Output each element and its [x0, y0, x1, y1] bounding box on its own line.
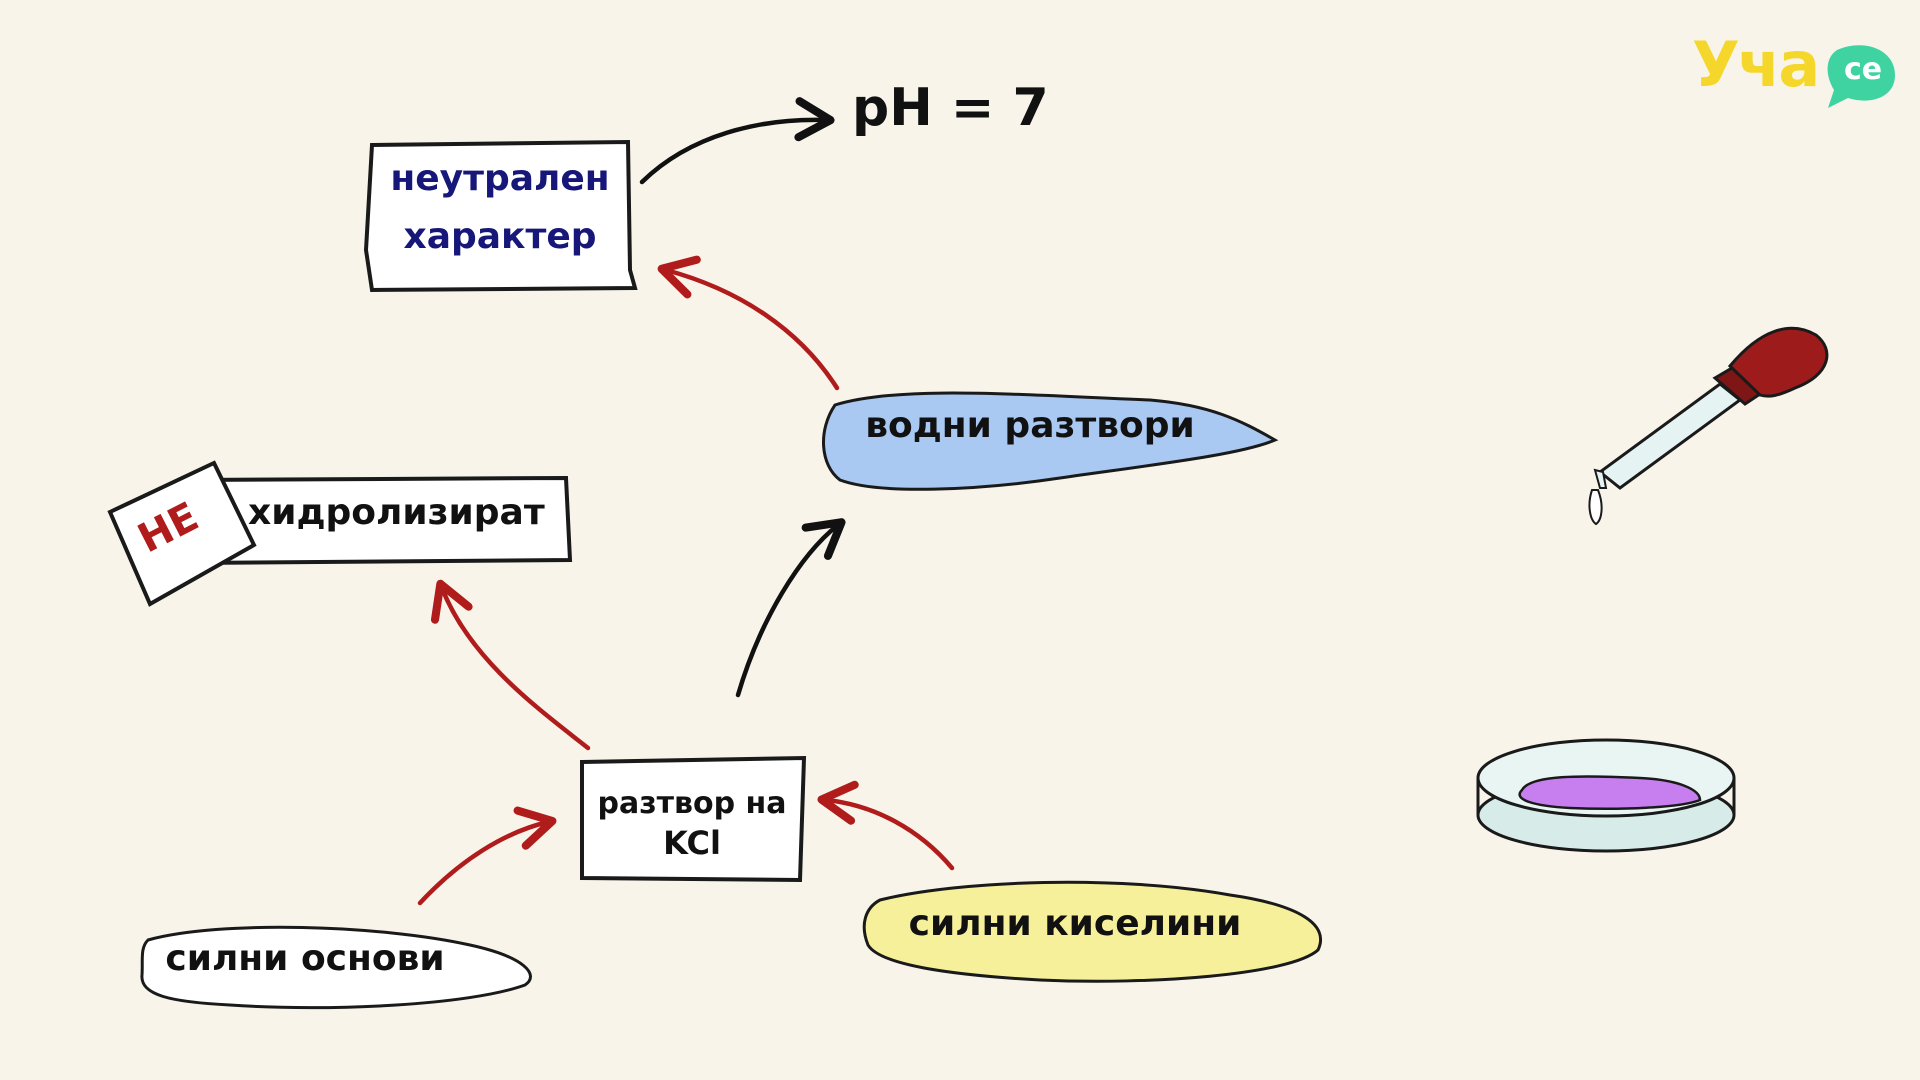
hydrolysis-label: хидролизират: [248, 492, 545, 533]
arrow-bases-to-kcl: [417, 806, 557, 906]
strong-bases-blob: [140, 925, 532, 1010]
logo-badge: [1827, 45, 1895, 108]
neutral-label-line1: неутрален: [390, 158, 610, 199]
logo-badge-text: се: [1844, 52, 1883, 87]
neutral-label-line2: характер: [403, 216, 597, 257]
arrow-kcl-to-hydrolysis: [430, 579, 591, 751]
kcl-label-line1: разтвор на: [597, 786, 787, 821]
ph-label: pH = 7: [852, 78, 1049, 138]
arrow-kcl-to-water: [735, 518, 846, 698]
strong-bases-label: силни основи: [165, 938, 445, 979]
kcl-label-line2: KCl: [663, 824, 721, 862]
neutral-character-box: [363, 139, 638, 293]
logo-text: Уча: [1692, 28, 1820, 101]
petri-dish-icon: [1476, 738, 1736, 853]
arrow-water-to-neutral: [657, 255, 840, 391]
negation-card: [107, 460, 257, 607]
pipette-icon: [1588, 326, 1829, 526]
arrow-acids-to-kcl: [817, 780, 955, 871]
water-solutions-label: водни разтвори: [865, 405, 1195, 446]
water-solutions-blob: [822, 391, 1279, 491]
strong-acids-label: силни киселини: [908, 903, 1242, 944]
kcl-solution-box: [580, 755, 807, 883]
strong-acids-blob: [862, 880, 1323, 983]
arrow-neutral-to-ph: [639, 97, 835, 185]
